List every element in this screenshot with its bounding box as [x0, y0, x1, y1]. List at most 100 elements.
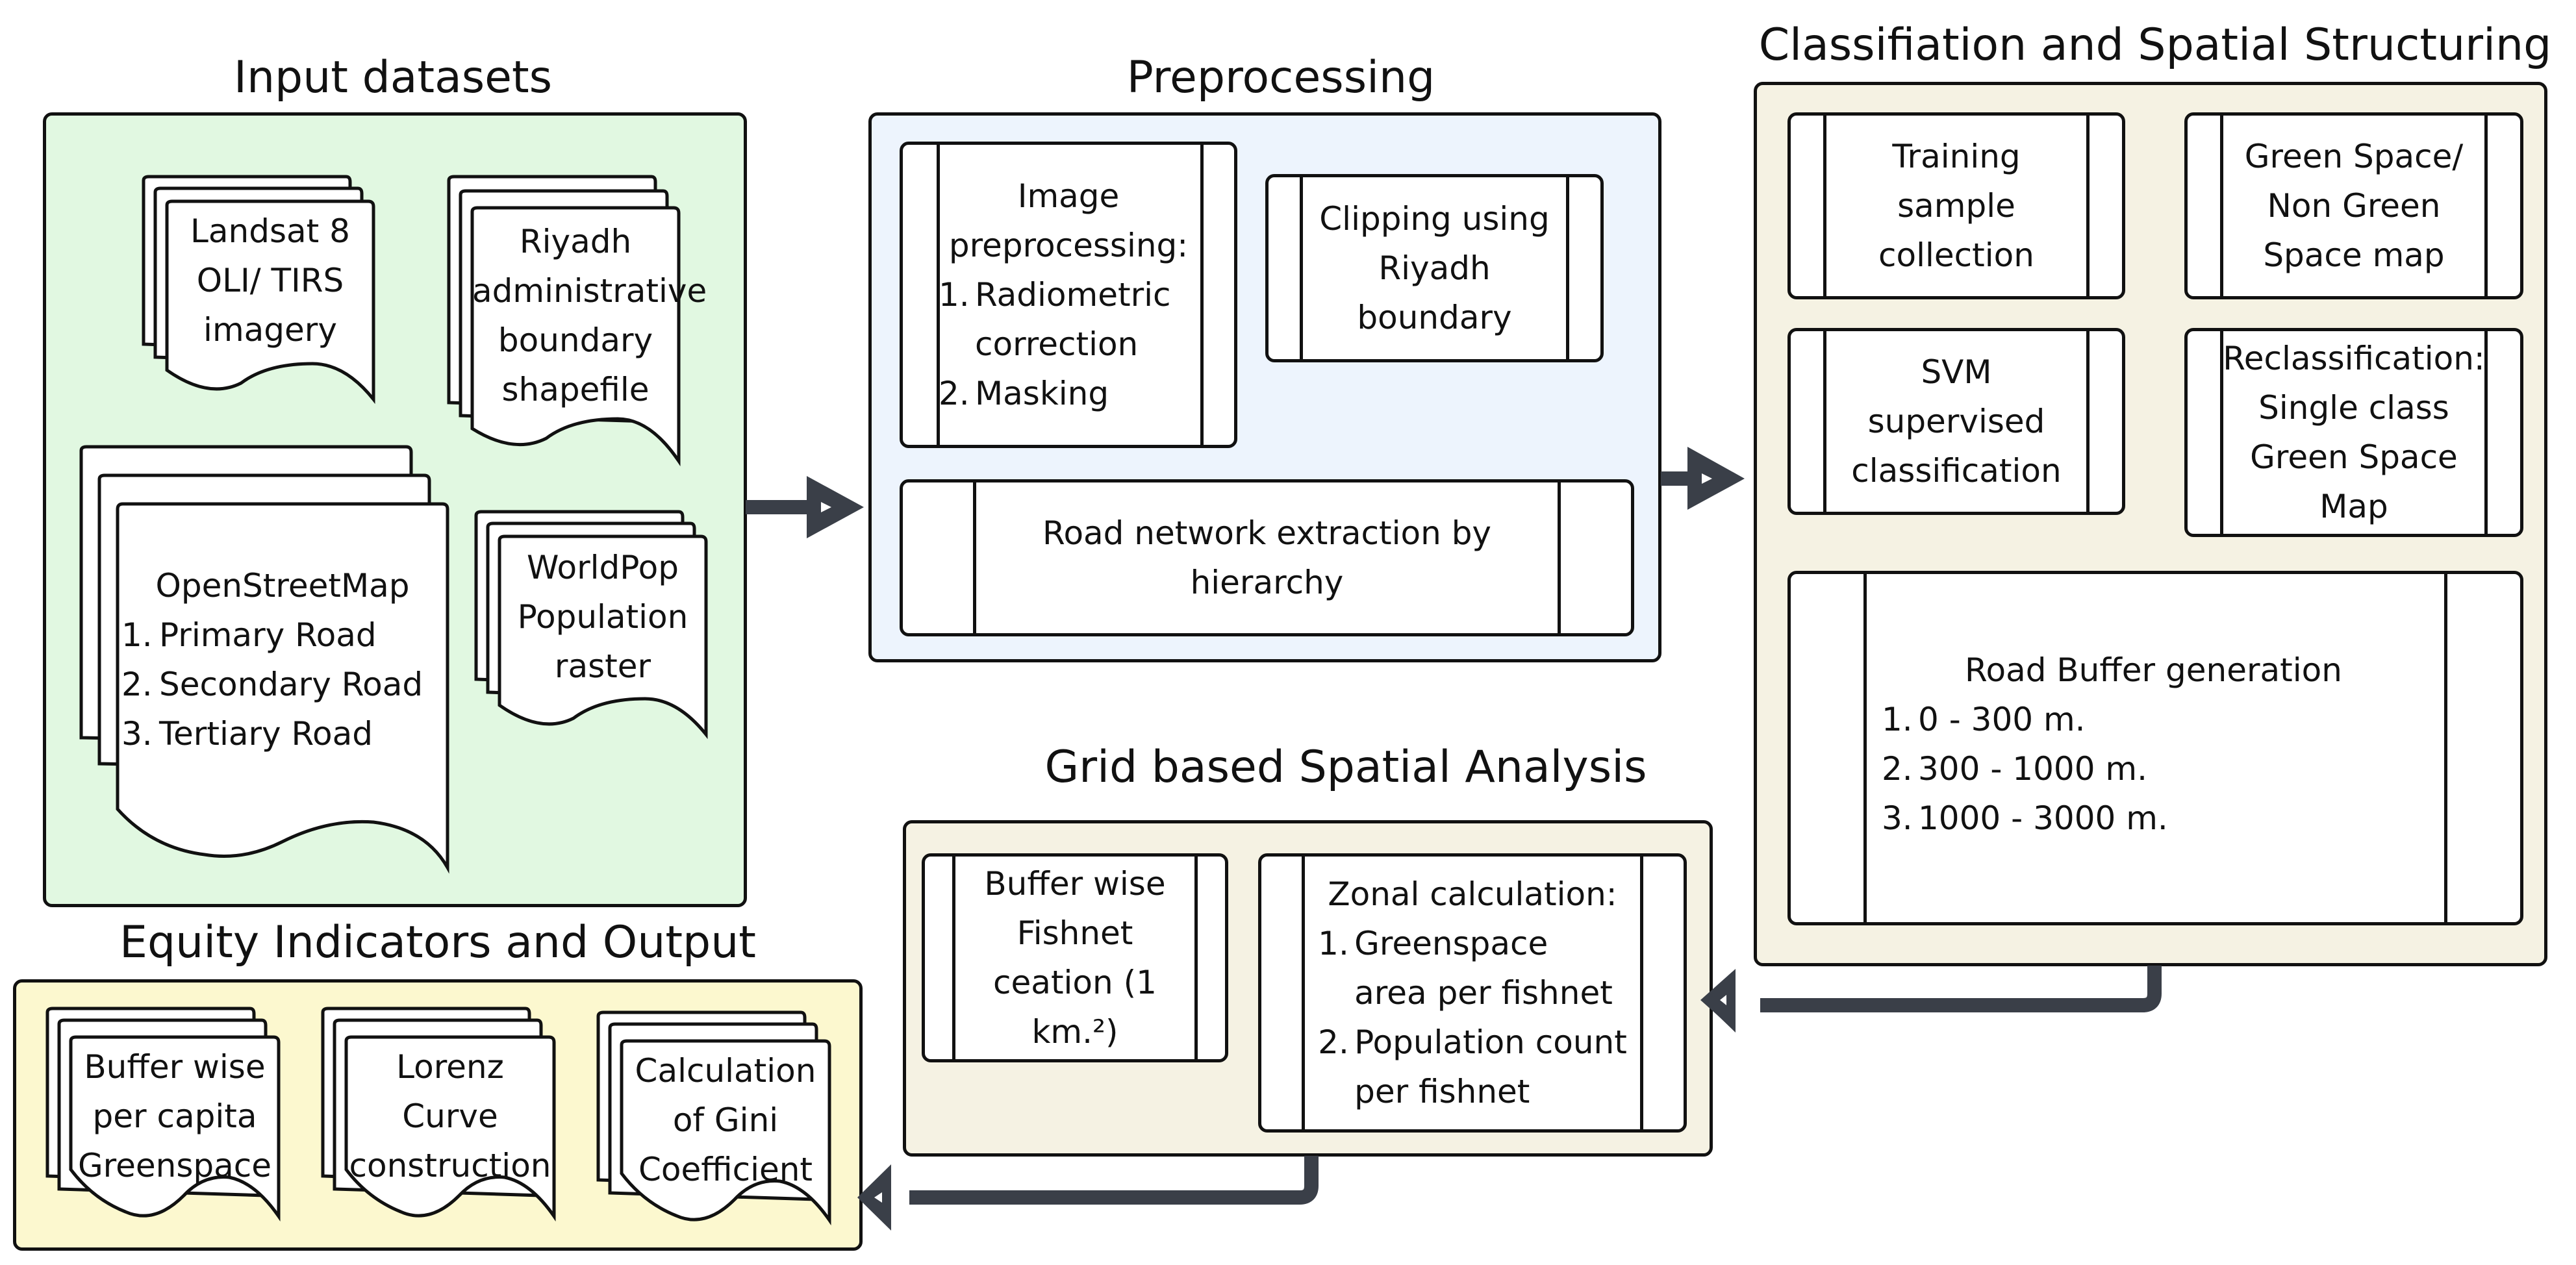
landsat-document[interactable]: Landsat 8 OLI/ TIRS imagery	[137, 175, 384, 409]
box-line: Training	[1892, 138, 2021, 175]
box-line: Riyadh	[1378, 249, 1491, 287]
process-bar	[1194, 857, 1198, 1059]
box-line: Green Space	[2250, 438, 2458, 476]
box-line: classification	[1851, 452, 2062, 490]
document-stack-icon	[79, 445, 449, 874]
clipping-box[interactable]: Clipping using Riyadh boundary	[1265, 174, 1604, 362]
doc-line: boundary	[498, 321, 653, 359]
process-bar	[2086, 331, 2090, 512]
green-space-map-box[interactable]: Green Space/ Non Green Space map	[2184, 112, 2523, 299]
box-line: Space map	[2263, 236, 2445, 274]
doc-line: administrative	[472, 272, 707, 310]
doc-line: Curve	[402, 1097, 498, 1135]
list-text: Secondary Road	[159, 666, 423, 703]
document-stack-icon	[321, 1007, 556, 1222]
list-text: Population count	[1354, 1023, 1627, 1061]
box-heading: Zonal calculation:	[1328, 875, 1617, 913]
gini-coefficient-document[interactable]: Calculation of Gini Coefficient	[592, 1010, 839, 1245]
doc-line: Buffer wise	[84, 1048, 266, 1086]
fishnet-creation-box[interactable]: Buffer wise Fishnet ceation (1 km.²)	[922, 853, 1228, 1062]
list-item: 1.Greenspace	[1318, 919, 1627, 968]
list-item: 2.Population count	[1318, 1018, 1627, 1067]
worldpop-document[interactable]: WorldPop Population raster	[470, 510, 716, 744]
process-bar	[2444, 574, 2447, 922]
grid-analysis-title: Grid based Spatial Analysis	[1044, 742, 1647, 793]
process-bar	[2220, 116, 2223, 296]
training-sample-box[interactable]: Training sample collection	[1787, 112, 2125, 299]
list-item: 3.1000 - 3000 m.	[1882, 794, 2342, 843]
grid-analysis-panel: Buffer wise Fishnet ceation (1 km.²) Zon…	[903, 820, 1713, 1157]
box-line: ceation (1	[993, 964, 1157, 1001]
list-text: 0 - 300 m.	[1918, 701, 2086, 738]
list-text: Radiometric	[975, 276, 1171, 314]
doc-line: shapefile	[501, 371, 650, 408]
list-text: area per fishnet	[1354, 974, 1613, 1012]
box-line: supervised	[1867, 403, 2045, 440]
process-bar	[937, 145, 940, 445]
image-preprocessing-box[interactable]: Image preprocessing: 1.Radiometric corre…	[900, 142, 1237, 448]
lorenz-curve-document[interactable]: Lorenz Curve construction	[316, 1007, 563, 1241]
svm-classification-box[interactable]: SVM supervised classification	[1787, 328, 2125, 515]
process-bar	[2484, 331, 2488, 534]
list-number: 2.	[939, 375, 970, 412]
doc-line: Lorenz	[396, 1048, 504, 1086]
classification-panel: Training sample collection Green Space/ …	[1754, 82, 2547, 966]
arrow-input-to-preprocessing	[746, 476, 864, 538]
per-capita-greenspace-document[interactable]: Buffer wise per capita Greenspace	[41, 1007, 288, 1241]
input-datasets-title: Input datasets	[233, 52, 553, 103]
document-stack-icon	[45, 1007, 281, 1222]
arrow-grid-to-equity	[857, 1156, 1319, 1231]
process-bar	[1558, 482, 1561, 633]
process-bar	[952, 857, 955, 1059]
doc-line: Calculation	[635, 1052, 816, 1090]
doc-line: OLI/ TIRS	[196, 262, 344, 299]
list-text: Primary Road	[159, 616, 377, 654]
process-bar	[1566, 177, 1569, 359]
process-bar	[1823, 331, 1826, 512]
box-line: Road network extraction by	[1042, 514, 1492, 552]
openstreetmap-document[interactable]: OpenStreetMap 1.Primary Road 2.Secondary…	[75, 445, 451, 874]
list-number: 1.	[121, 616, 153, 654]
reclassification-box[interactable]: Reclassification: Single class Green Spa…	[2184, 328, 2523, 537]
road-buffer-box[interactable]: Road Buffer generation 1.0 - 300 m. 2.30…	[1787, 571, 2523, 925]
list-text: Greenspace	[1354, 925, 1548, 962]
process-bar	[1640, 857, 1643, 1129]
doc-line: Riyadh	[519, 223, 632, 260]
process-bar	[2220, 331, 2223, 534]
box-line: Non Green	[2267, 187, 2441, 225]
box-line: Map	[2319, 488, 2388, 525]
list-number: 2.	[1882, 750, 1913, 788]
process-bar	[2086, 116, 2090, 296]
preprocessing-title: Preprocessing	[1126, 52, 1435, 103]
list-item: 1.Radiometric	[939, 270, 1198, 319]
doc-heading: OpenStreetMap	[155, 567, 410, 605]
process-bar	[1302, 857, 1305, 1129]
document-stack-icon	[447, 175, 681, 467]
document-stack-icon	[474, 510, 708, 740]
list-text: 1000 - 3000 m.	[1918, 799, 2168, 837]
riyadh-boundary-document[interactable]: Riyadh administrative boundary shapefile	[442, 175, 707, 474]
list-item: 2.Secondary Road	[118, 660, 448, 709]
list-text: Tertiary Road	[159, 715, 373, 753]
box-line: Fishnet	[1017, 914, 1133, 952]
list-number: 2.	[1318, 1023, 1349, 1061]
doc-line: WorldPop	[527, 549, 679, 586]
box-line: km.²)	[1031, 1013, 1118, 1051]
list-number: 3.	[121, 715, 153, 753]
doc-line: of Gini	[672, 1101, 779, 1139]
zonal-calculation-box[interactable]: Zonal calculation: 1.Greenspace area per…	[1258, 853, 1687, 1133]
list-text: per fishnet	[1354, 1073, 1530, 1110]
process-bar	[1863, 574, 1867, 922]
classification-title: Classifiation and Spatial Structuring	[1758, 19, 2552, 71]
box-line: collection	[1878, 236, 2034, 274]
box-line: sample	[1897, 187, 2015, 225]
box-line: SVM	[1921, 353, 1992, 391]
document-stack-icon	[596, 1010, 831, 1226]
doc-line: construction	[349, 1147, 551, 1184]
doc-line: Coefficient	[638, 1151, 813, 1188]
list-number: 1.	[1882, 701, 1913, 738]
preprocessing-panel: Image preprocessing: 1.Radiometric corre…	[868, 112, 1661, 662]
road-network-extraction-box[interactable]: Road network extraction by hierarchy	[900, 479, 1634, 636]
list-number: 1.	[939, 276, 970, 314]
